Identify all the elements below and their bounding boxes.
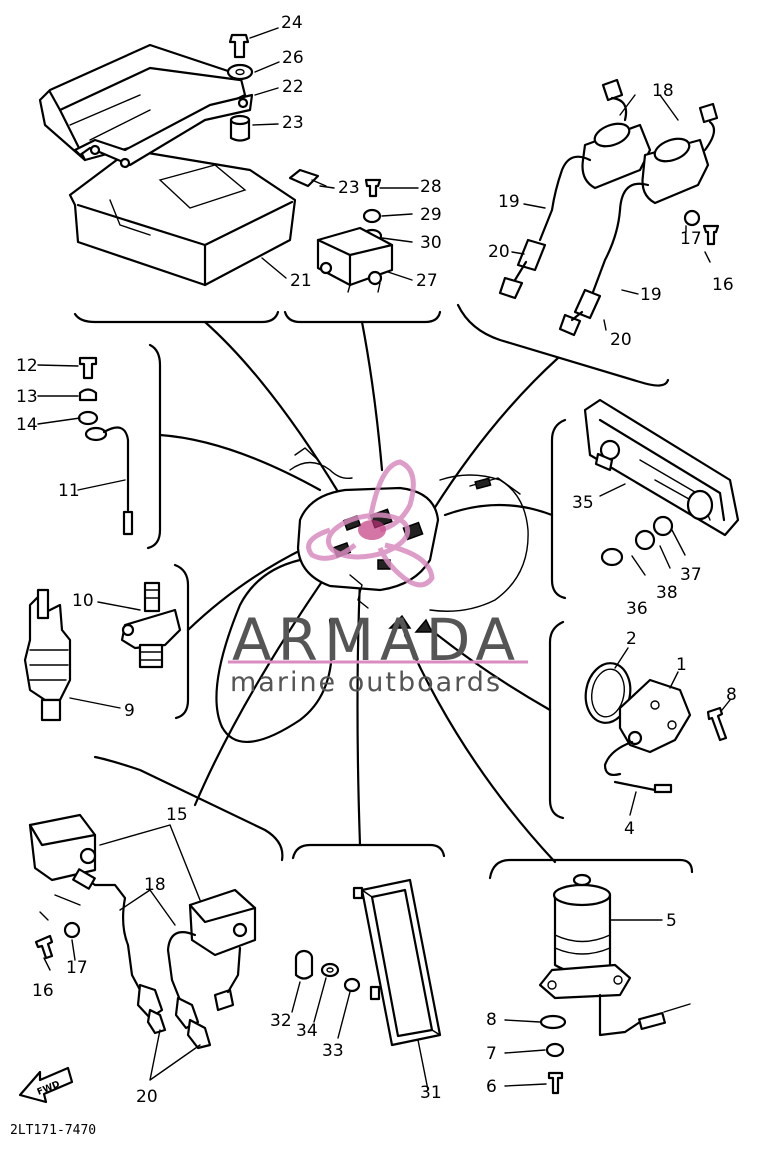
cdi-unit — [38, 43, 297, 287]
ignition-coils-top — [498, 78, 720, 337]
part-label-20c: 20 — [136, 1087, 158, 1107]
part-label-6: 6 — [486, 1077, 497, 1097]
part-label-35: 35 — [572, 493, 594, 513]
fwd-arrow-icon: FWD — [18, 1066, 74, 1104]
part-label-23b: 23 — [338, 178, 360, 198]
part-label-11: 11 — [58, 481, 80, 501]
part-label-17b: 17 — [66, 958, 88, 978]
part-label-36: 36 — [626, 599, 648, 619]
part-label-7: 7 — [486, 1044, 497, 1064]
part-label-30: 30 — [420, 233, 442, 253]
watermark-tagline: marine outboards — [230, 667, 502, 698]
part-label-15: 15 — [166, 805, 188, 825]
pulser-assembly — [584, 662, 728, 794]
part-label-24: 24 — [281, 13, 303, 33]
part-label-8a: 8 — [726, 685, 737, 705]
part-label-33: 33 — [322, 1041, 344, 1061]
ignition-coils-bottom — [28, 813, 257, 1050]
ground-lead — [77, 356, 134, 536]
part-label-2: 2 — [626, 629, 637, 649]
rectifier-regulator — [316, 226, 394, 293]
part-label-10: 10 — [72, 591, 94, 611]
temperature-switches — [23, 581, 182, 722]
part-label-32: 32 — [270, 1011, 292, 1031]
part-label-29: 29 — [420, 205, 442, 225]
part-label-14: 14 — [16, 415, 38, 435]
part-label-19a: 19 — [498, 192, 520, 212]
part-label-13: 13 — [16, 387, 38, 407]
part-label-31: 31 — [420, 1083, 442, 1103]
part-label-20a: 20 — [488, 242, 510, 262]
drawing-code: 2LT171-7470 — [10, 1123, 96, 1138]
label-leaders — [37, 27, 731, 1091]
part-label-27: 27 — [416, 271, 438, 291]
part-label-28: 28 — [420, 177, 442, 197]
part-label-26: 26 — [282, 48, 304, 68]
part-label-8b: 8 — [486, 1010, 497, 1030]
mounting-plate — [583, 398, 740, 567]
part-label-17a: 17 — [680, 229, 702, 249]
part-label-9: 9 — [124, 701, 135, 721]
hardware-top — [226, 33, 383, 244]
watermark-logo-icon — [306, 459, 435, 588]
solenoid-assembly — [538, 873, 691, 1095]
part-label-16a: 16 — [712, 275, 734, 295]
part-label-18b: 18 — [144, 875, 166, 895]
part-label-19b: 19 — [640, 285, 662, 305]
part-label-22: 22 — [282, 77, 304, 97]
group-brackets — [73, 303, 694, 880]
part-label-20b: 20 — [610, 330, 632, 350]
part-label-12: 12 — [16, 356, 38, 376]
part-label-21: 21 — [290, 271, 312, 291]
leader-lines — [158, 320, 560, 864]
part-label-16b: 16 — [32, 981, 54, 1001]
part-label-23a: 23 — [282, 113, 304, 133]
part-label-5: 5 — [666, 911, 677, 931]
part-label-1: 1 — [676, 655, 687, 675]
watermark-brand: ARMADA — [232, 606, 521, 674]
part-label-38: 38 — [656, 583, 678, 603]
cover-plate — [294, 878, 442, 1047]
part-label-34: 34 — [296, 1021, 318, 1041]
part-label-37: 37 — [680, 565, 702, 585]
part-label-18a: 18 — [652, 81, 674, 101]
part-label-4: 4 — [624, 819, 635, 839]
part-number-labels: 24 26 22 23 23 28 29 30 21 27 18 19 20 1… — [16, 13, 737, 1107]
